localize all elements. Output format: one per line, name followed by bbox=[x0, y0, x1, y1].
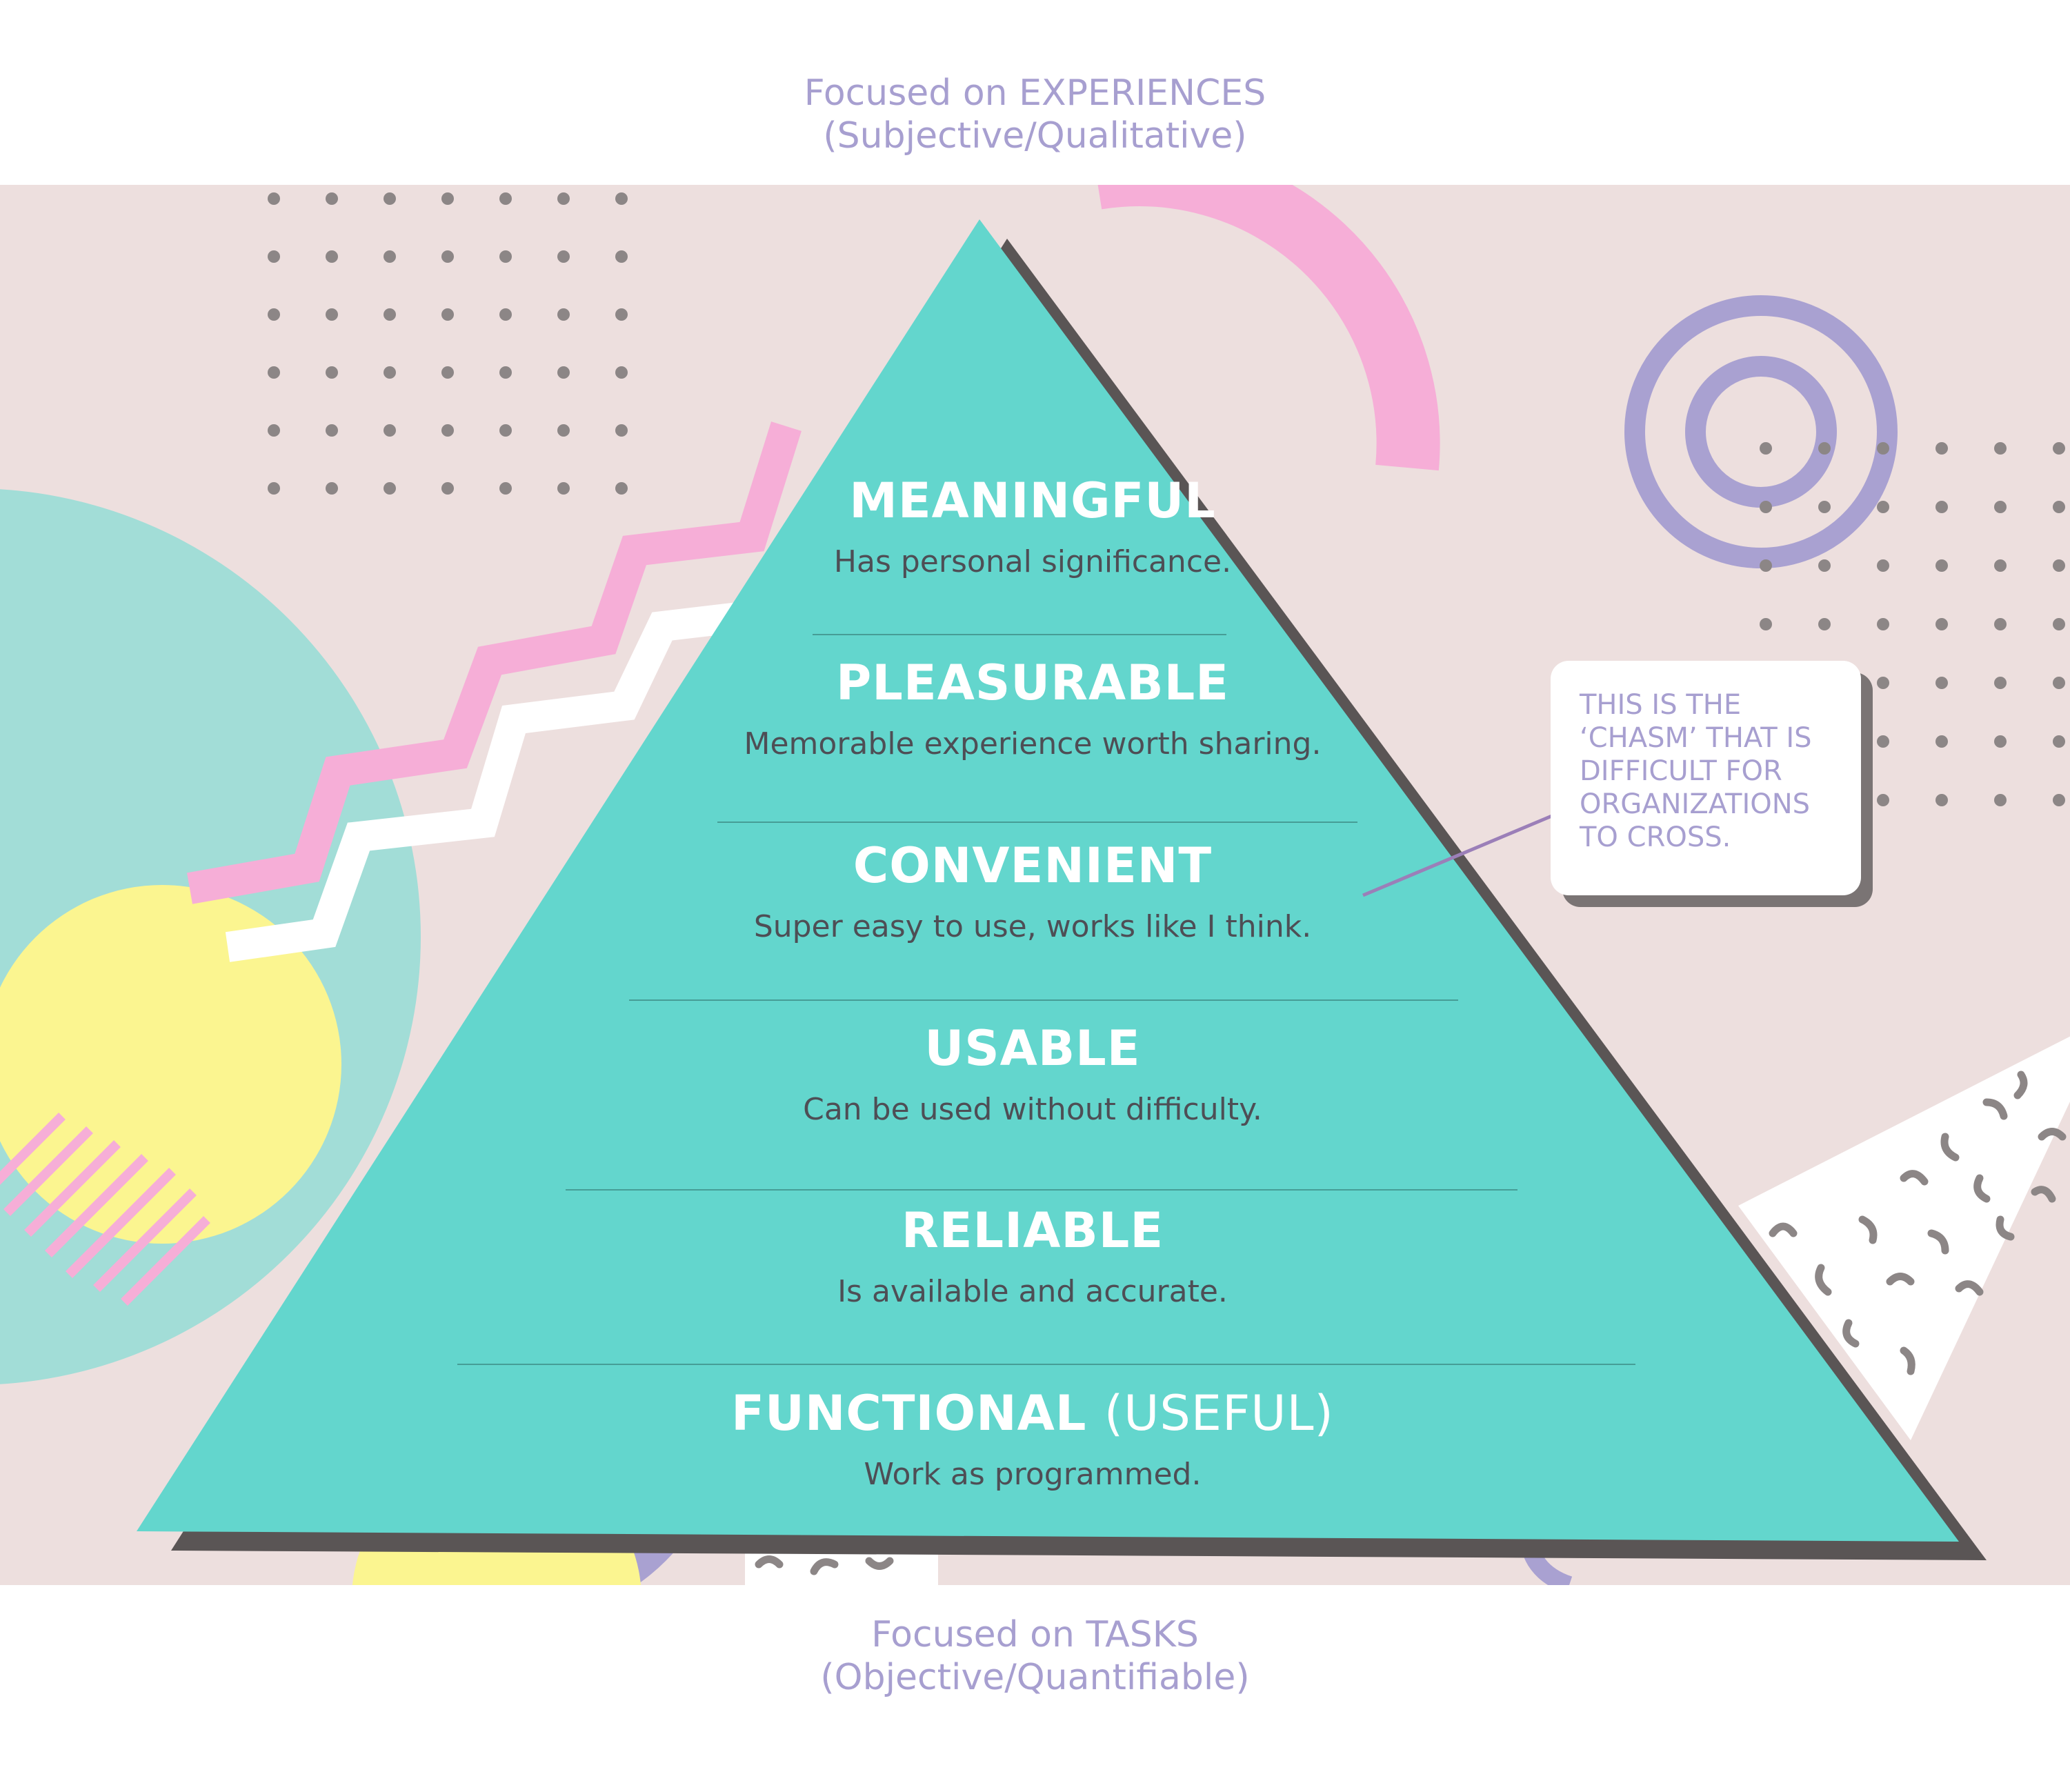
level-title: RELIABLE bbox=[901, 1202, 1164, 1259]
level-title: FUNCTIONAL bbox=[731, 1385, 1087, 1442]
bottom-caption-line1: Focused on TASKS bbox=[871, 1614, 1199, 1655]
divider-usable-reliable bbox=[566, 1189, 1517, 1191]
level-description: Memorable experience worth sharing. bbox=[744, 726, 1322, 761]
level-description: Work as programmed. bbox=[864, 1457, 1202, 1492]
pink-zigzag-decoration bbox=[187, 421, 802, 904]
level-title: USABLE bbox=[924, 1020, 1141, 1077]
callout-text: THIS IS THE ‘CHASM’ THAT IS DIFFICULT FO… bbox=[1580, 689, 1812, 853]
level-reliable: RELIABLE Is available and accurate. bbox=[32, 1202, 2033, 1312]
level-description: Has personal significance. bbox=[833, 544, 1232, 579]
yellow-circle-decoration bbox=[0, 885, 341, 1244]
level-title: CONVENIENT bbox=[853, 837, 1213, 894]
squiggle-triangle-decoration bbox=[1738, 1036, 2070, 1440]
dot-grid-right bbox=[1760, 442, 2065, 806]
level-usable: USABLE Can be used without difficulty. bbox=[32, 1019, 2033, 1130]
lavender-ring-inner-decoration bbox=[1685, 356, 1837, 508]
level-title-suffix: (USEFUL) bbox=[1104, 1385, 1334, 1442]
level-title: MEANINGFUL bbox=[849, 472, 1216, 529]
level-description: Can be used without difficulty. bbox=[803, 1092, 1262, 1127]
divider-convenient-usable bbox=[629, 999, 1458, 1001]
level-pleasurable: PLEASURABLE Memorable experience worth s… bbox=[32, 654, 2033, 764]
bottom-caption-line2: (Objective/Quantifiable) bbox=[820, 1657, 1250, 1698]
divider-reliable-functional bbox=[457, 1364, 1635, 1365]
level-title-group: FUNCTIONAL (USEFUL) bbox=[32, 1384, 2033, 1442]
divider-pleasurable-convenient bbox=[717, 822, 1357, 823]
chasm-pointer-line bbox=[1362, 813, 1554, 897]
top-caption-line2: (Subjective/Qualitative) bbox=[823, 115, 1247, 157]
white-zigzag-decoration bbox=[225, 597, 782, 962]
level-functional: FUNCTIONAL (USEFUL) Work as programmed. bbox=[32, 1384, 2033, 1495]
level-description: Super easy to use, works like I think. bbox=[753, 909, 1312, 944]
squiggle-marks bbox=[1769, 1071, 2067, 1375]
pyramid-triangle bbox=[137, 219, 1959, 1542]
level-convenient: CONVENIENT Super easy to use, works like… bbox=[32, 837, 2033, 947]
pink-stripes-decoration bbox=[0, 1113, 210, 1306]
divider-meaningful-pleasurable bbox=[813, 634, 1226, 635]
chasm-callout: THIS IS THE ‘CHASM’ THAT IS DIFFICULT FO… bbox=[1551, 661, 1861, 895]
level-title: PLEASURABLE bbox=[835, 655, 1229, 711]
top-caption-line1: Focused on EXPERIENCES bbox=[804, 72, 1266, 114]
squiggle-marks-bottom bbox=[755, 1555, 894, 1575]
level-description: Is available and accurate. bbox=[837, 1274, 1228, 1309]
dot-grid-top-left bbox=[268, 192, 628, 495]
bottom-caption: Focused on TASKS (Objective/Quantifiable… bbox=[0, 1613, 2070, 1699]
top-caption: Focused on EXPERIENCES (Subjective/Quali… bbox=[0, 72, 2070, 157]
level-meaningful: MEANINGFUL Has personal significance. bbox=[32, 472, 2033, 582]
pink-arc-decoration bbox=[1097, 185, 1440, 471]
lavender-ring-outer-decoration bbox=[1624, 295, 1898, 568]
